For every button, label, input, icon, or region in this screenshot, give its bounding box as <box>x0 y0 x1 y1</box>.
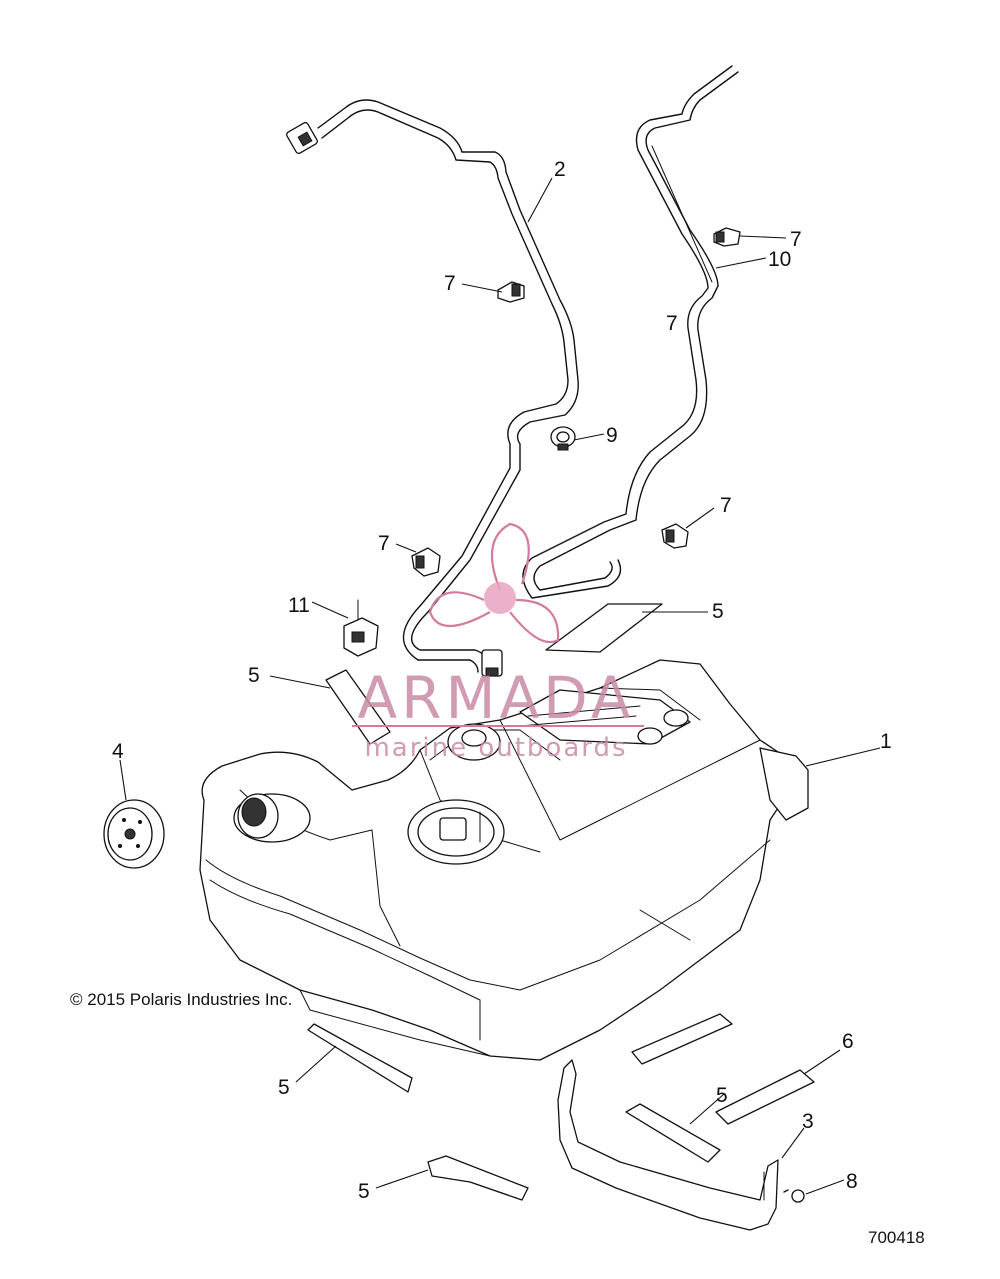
callout-5-bottom: 5 <box>358 1180 370 1203</box>
callout-9: 9 <box>606 424 618 447</box>
clip-part-7-left-upper <box>497 281 525 303</box>
pad-part-5-bottom <box>427 1155 529 1201</box>
callout-7-right-upper: 7 <box>790 228 802 251</box>
callout-7-right-lower: 7 <box>720 494 732 517</box>
callout-7-mid: 7 <box>666 312 678 335</box>
pad-part-5-upper-right <box>545 603 663 653</box>
bracket-part-11 <box>343 599 379 657</box>
watermark-brand: ARMADA <box>357 664 634 732</box>
figure-number: 700418 <box>868 1228 925 1247</box>
hose-connector-fitting <box>481 649 503 677</box>
strap-part-3 <box>557 1059 779 1231</box>
callout-4: 4 <box>112 740 124 763</box>
callout-7-left-upper: 7 <box>444 272 456 295</box>
callout-7-left-lower: 7 <box>378 532 390 555</box>
callout-5-upper-left: 5 <box>248 664 260 687</box>
bolt-part-8 <box>783 1189 805 1203</box>
callout-8: 8 <box>846 1170 858 1193</box>
callout-labels: 2 7 7 7 10 9 7 7 11 5 5 4 1 5 6 5 3 8 5 <box>112 158 892 1203</box>
propeller-logo-icon <box>428 522 560 644</box>
pad-part-5-lower-left <box>307 1023 413 1093</box>
callout-6: 6 <box>842 1030 854 1053</box>
callout-5-upper-right: 5 <box>712 600 724 623</box>
callout-2: 2 <box>554 158 566 181</box>
watermark-tagline: marine outboards <box>364 733 627 763</box>
copyright-notice: © 2015 Polaris Industries Inc. <box>70 990 293 1009</box>
callout-1: 1 <box>880 730 892 753</box>
callout-5-lower-mid: 5 <box>716 1084 728 1107</box>
clip-part-7-right-lower <box>661 523 689 549</box>
callout-11: 11 <box>288 594 310 617</box>
pad-part-6 <box>715 1069 815 1125</box>
pad-part-5-top-lower <box>631 1013 733 1065</box>
callout-3: 3 <box>802 1110 814 1133</box>
callout-10: 10 <box>768 248 791 271</box>
fuel-tank-part-1 <box>199 659 809 1061</box>
fuel-cap-part-4 <box>103 799 165 869</box>
armada-watermark: ARMADA marine outboards <box>352 522 644 763</box>
clamp-part-9 <box>550 426 576 451</box>
leader-lines <box>119 177 881 1195</box>
callout-5-lower-left: 5 <box>278 1076 290 1099</box>
clip-part-7-right-upper <box>713 227 741 247</box>
hose-connector-end <box>286 122 318 154</box>
vent-line-part-10 <box>522 65 739 599</box>
clip-part-7-left-lower <box>411 547 441 577</box>
fuel-line-part-2 <box>286 99 579 677</box>
pad-part-5-lower-mid <box>625 1103 721 1163</box>
